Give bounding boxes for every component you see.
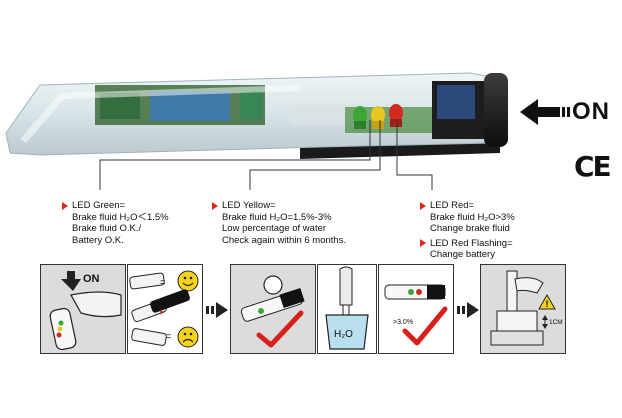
- led-red-line: Change brake fluid: [430, 223, 510, 234]
- svg-text:=: =: [166, 331, 171, 341]
- ce-mark: CE: [574, 150, 612, 183]
- svg-text:✶: ✶: [158, 308, 165, 317]
- svg-text:=: =: [160, 277, 165, 287]
- bullet-triangle-icon: [420, 239, 426, 248]
- svg-text:!: !: [546, 299, 549, 309]
- smiley-indicator-icons: = ✶ =: [129, 270, 199, 348]
- led-yellow-line: Low percentage of water: [222, 223, 327, 234]
- led-red-flashing-title: LED Red Flashing=: [430, 237, 513, 249]
- led-red-legend: LED Red= Brake fluid H₂O>3% Change brake…: [420, 200, 515, 261]
- step-check-ok-panel: [230, 264, 316, 354]
- led-yellow-title: LED Yellow=: [222, 200, 276, 211]
- led-green-line: Brake fluid H₂O＜1.5%: [72, 211, 169, 223]
- led-red-flashing-line: Change battery: [430, 249, 495, 260]
- led-yellow-legend: LED Yellow= Brake fluid H₂O=1.5%-3% Low …: [212, 200, 346, 246]
- led-green-line: Brake fluid O.K./: [72, 223, 142, 234]
- bullet-triangle-icon: [420, 201, 426, 210]
- water-label: H₂O: [334, 329, 353, 340]
- step-led-meaning-panel: = ✶ =: [127, 264, 203, 354]
- on-label: ON: [572, 98, 610, 125]
- reservoir-depth-icon: !: [490, 270, 556, 346]
- finger-press-icon: [49, 271, 122, 351]
- step-arrow-icon: [457, 302, 479, 318]
- step-press-on-panel: ON: [40, 264, 126, 354]
- step1-on-label: ON: [83, 273, 100, 285]
- step-reservoir-depth-panel: ! 1CM: [480, 264, 566, 354]
- led-yellow-line: Brake fluid H₂O=1.5%-3%: [222, 211, 332, 223]
- step-check-red-panel: >3.0%: [378, 264, 454, 354]
- distance-label: 1CM: [549, 319, 563, 326]
- led-red-line: Brake fluid H₂O>3%: [430, 211, 515, 223]
- led-leader-lines: [99, 120, 433, 190]
- led-yellow: [371, 106, 385, 129]
- led-green-legend: LED Green= Brake fluid H₂O＜1.5% Brake fl…: [62, 200, 169, 246]
- led-green-line: Battery O.K.: [72, 234, 124, 246]
- led-green-title: LED Green=: [72, 200, 126, 211]
- check-green-icon: [240, 275, 305, 348]
- bullet-triangle-icon: [212, 201, 218, 210]
- led-yellow-line: Check again within 6 months.: [222, 234, 347, 246]
- bullet-triangle-icon: [62, 201, 68, 210]
- beaker-dip-icon: [325, 266, 369, 350]
- led-red: [389, 104, 403, 127]
- on-arrow-icon: [520, 99, 570, 125]
- percent-label: >3.0%: [393, 319, 414, 326]
- step-dip-fluid-panel: H₂O: [317, 264, 377, 354]
- check-red-icon: [384, 284, 448, 346]
- led-red-title: LED Red=: [430, 200, 475, 211]
- led-green: [353, 106, 367, 129]
- step-arrow-icon: [206, 302, 228, 318]
